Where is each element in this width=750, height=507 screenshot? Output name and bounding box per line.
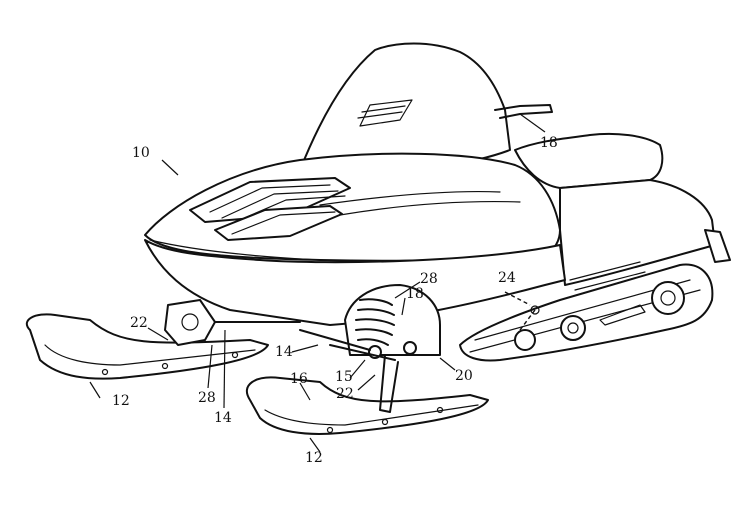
leader-lines: [89, 159, 456, 453]
label-frame-right: 14: [275, 344, 293, 360]
label-shock-lower: 28: [198, 390, 216, 406]
label-handlebar: 18: [540, 135, 558, 151]
right-ski: [245, 376, 489, 435]
left-ski: [25, 313, 269, 380]
wheel-well: [344, 284, 441, 356]
label-tie-rod: 15: [335, 369, 353, 385]
label-steering-arm: 18: [406, 286, 424, 302]
rear-flap: [704, 229, 731, 263]
belly-pan: [144, 239, 566, 326]
right-spindle: [299, 329, 399, 413]
label-spindle-right: 22: [336, 386, 354, 402]
label-spindle-left: 22: [130, 315, 148, 331]
seat: [514, 132, 716, 286]
label-machine: 10: [132, 145, 150, 161]
track: [459, 261, 714, 362]
label-ski-right: 12: [305, 450, 323, 466]
label-pivot: 24: [498, 270, 516, 286]
label-ski-left: 12: [112, 393, 130, 409]
handlebar: [494, 104, 553, 133]
left-spindle: [164, 299, 301, 346]
label-suspension: 16: [290, 371, 308, 387]
hood-vents: [189, 177, 351, 241]
label-track-mount: 20: [455, 368, 473, 384]
pivot-dashed: [504, 291, 540, 331]
label-frame-left: 14: [214, 410, 232, 426]
label-shock-upper: 28: [420, 271, 438, 287]
